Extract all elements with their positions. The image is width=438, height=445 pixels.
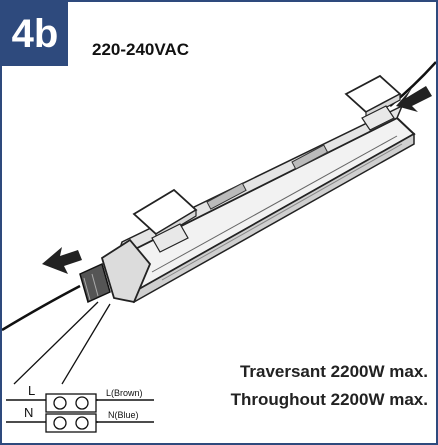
step-badge: 4b [2,2,68,66]
arrow-icon [42,247,82,274]
arrow-icon [396,86,432,112]
terminal-live-letter: L [28,383,35,398]
terminal-block-icon: L N L(Brown) N(Blue) [6,383,154,433]
callout-line [13,301,99,385]
cable-left [2,284,81,332]
caption-traversant: Traversant 2200W max. [239,362,428,381]
neutral-wire-label: N(Blue) [108,410,139,420]
terminal-neutral-letter: N [24,405,33,420]
luminaire-illustration [79,74,416,304]
voltage-label: 220-240VAC [92,40,190,59]
live-wire-label: L(Brown) [106,388,143,398]
callout-line [61,303,111,385]
caption-throughout: Throughout 2200W max. [230,390,428,409]
